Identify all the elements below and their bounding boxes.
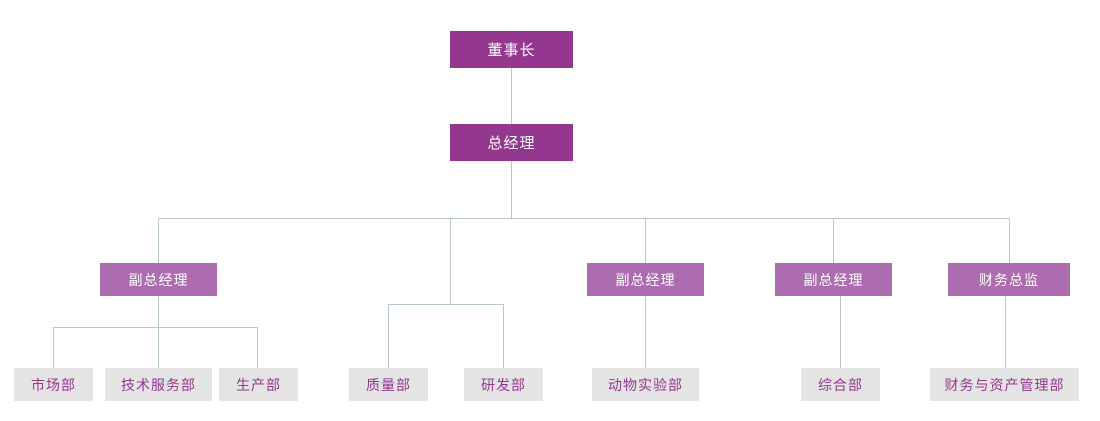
node-general-affairs-dept-label: 综合部 [818,376,863,393]
connector-drop-finance-asset-dept [1005,296,1006,368]
node-market-dept-label: 市场部 [31,376,76,393]
node-deputy-gm-2[interactable]: 副总经理 [587,263,704,296]
connector-drop-production-dept [257,327,258,368]
node-animal-lab-dept[interactable]: 动物实验部 [592,368,699,401]
node-quality-dept[interactable]: 质量部 [349,368,428,401]
connector-drop-tech-service-dept [158,327,159,368]
node-general-manager[interactable]: 总经理 [450,124,573,161]
node-market-dept[interactable]: 市场部 [14,368,93,401]
connector-deputy-1-bus [53,327,258,328]
node-production-dept-label: 生产部 [236,376,281,393]
connector-main-bus [158,218,1010,219]
connector-quality-rd-bus [388,304,504,305]
node-deputy-gm-2-label: 副总经理 [615,271,676,288]
connector-drop-animal-lab-dept [645,296,646,368]
node-rd-dept-label: 研发部 [481,376,526,393]
connector-bus-drop-finance-director [1009,218,1010,263]
node-deputy-gm-3[interactable]: 副总经理 [775,263,892,296]
node-finance-asset-dept-label: 财务与资产管理部 [944,376,1065,393]
connector-gm-stem [511,161,512,218]
node-finance-director-label: 财务总监 [979,271,1039,288]
node-deputy-gm-3-label: 副总经理 [803,271,864,288]
connector-bus-drop-deputy-1 [158,218,159,263]
node-finance-asset-dept[interactable]: 财务与资产管理部 [930,368,1079,401]
connector-drop-general-affairs-dept [840,296,841,368]
connector-bus-drop-quality-rd [450,218,451,304]
connector-deputy-1-stem [158,296,159,327]
node-quality-dept-label: 质量部 [366,376,411,393]
node-chairman-label: 董事长 [487,42,536,59]
connector-drop-market-dept [53,327,54,368]
connector-drop-rd-dept [503,304,504,368]
connector-bus-drop-deputy-3 [833,218,834,263]
node-tech-service-dept-label: 技术服务部 [121,376,196,393]
connector-bus-drop-deputy-2 [645,218,646,263]
node-production-dept[interactable]: 生产部 [219,368,298,401]
node-deputy-gm-1[interactable]: 副总经理 [100,263,217,296]
node-deputy-gm-1-label: 副总经理 [128,271,189,288]
node-finance-director[interactable]: 财务总监 [948,263,1070,296]
node-animal-lab-dept-label: 动物实验部 [608,376,683,393]
node-general-affairs-dept[interactable]: 综合部 [801,368,880,401]
connector-chairman-to-gm [511,68,512,124]
node-rd-dept[interactable]: 研发部 [464,368,543,401]
node-chairman[interactable]: 董事长 [450,31,573,68]
node-tech-service-dept[interactable]: 技术服务部 [105,368,212,401]
node-general-manager-label: 总经理 [487,135,536,152]
connector-drop-quality-dept [388,304,389,368]
